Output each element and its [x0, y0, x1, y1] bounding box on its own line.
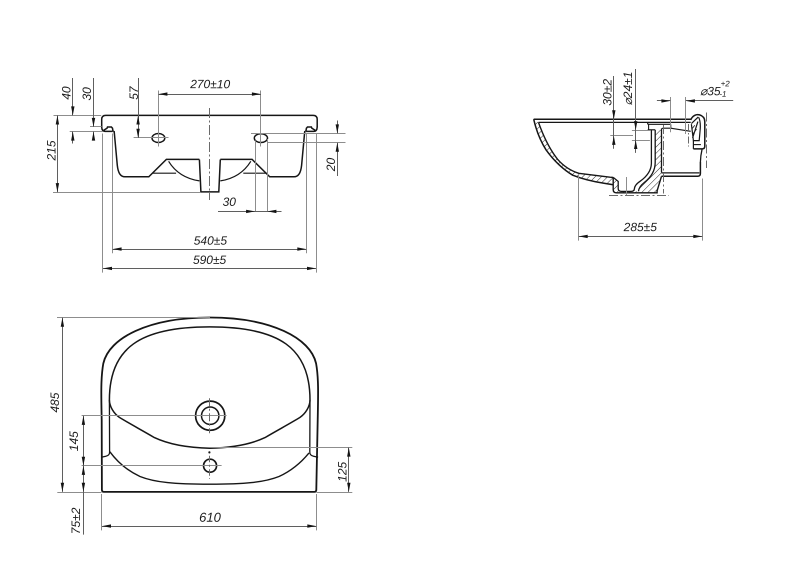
svg-text:540±5: 540±5	[194, 234, 228, 248]
svg-text:⌀35+2-1: ⌀35+2-1	[700, 79, 730, 98]
svg-text:610: 610	[199, 510, 221, 525]
svg-text:285±5: 285±5	[623, 220, 658, 234]
svg-text:40: 40	[59, 86, 73, 100]
svg-text:57: 57	[127, 85, 141, 100]
svg-text:75±2: 75±2	[69, 507, 83, 534]
svg-text:⌀24±1: ⌀24±1	[621, 72, 635, 106]
svg-text:30±2: 30±2	[600, 79, 614, 106]
svg-text:125: 125	[335, 461, 349, 481]
svg-text:270±10: 270±10	[189, 77, 230, 91]
svg-text:30: 30	[80, 87, 94, 101]
svg-text:485: 485	[48, 392, 62, 412]
svg-text:30: 30	[223, 195, 237, 209]
svg-text:20: 20	[324, 158, 338, 173]
svg-text:145: 145	[67, 431, 81, 451]
svg-text:215: 215	[45, 140, 59, 161]
svg-text:590±5: 590±5	[193, 253, 227, 267]
